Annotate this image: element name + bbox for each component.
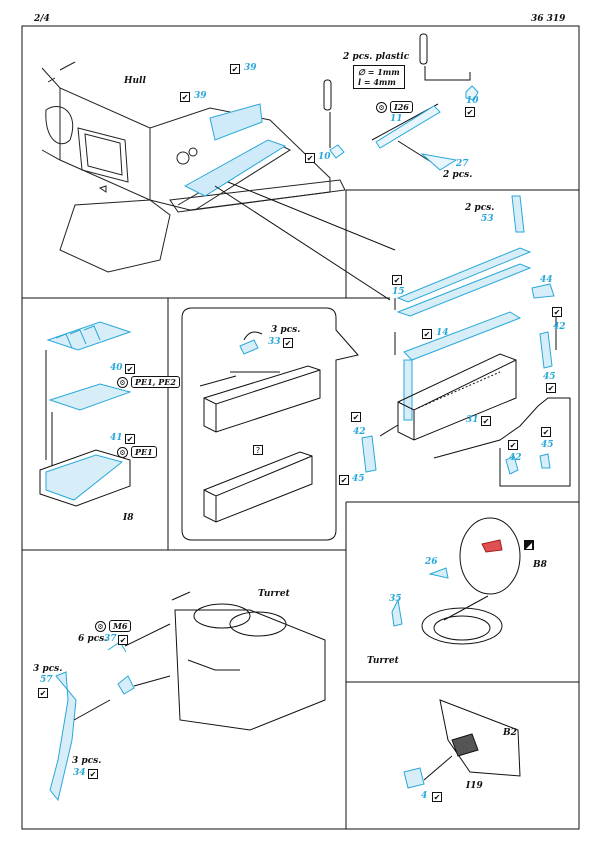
ref-b2: B2 — [503, 728, 517, 738]
part-41: 41 — [110, 433, 123, 443]
rod-length: l = 4mm — [358, 77, 396, 87]
ref-b8: B8 — [533, 560, 547, 570]
ref-i19: I19 — [466, 781, 483, 791]
checkbox-41[interactable]: ✔ — [125, 434, 135, 444]
part-35: 35 — [389, 594, 402, 604]
tag-m6: M6 — [109, 620, 132, 632]
part-31: 31 — [466, 415, 479, 425]
checkbox-39b[interactable]: ✔ — [180, 92, 190, 102]
rod-spec: ∅ = 1mm l = 4mm — [353, 65, 405, 89]
tag-i26: I26 — [390, 101, 413, 113]
grille-part-strip — [183, 103, 287, 197]
part-10a: 10 — [466, 96, 479, 106]
checkbox-45b[interactable]: ✔ — [339, 475, 349, 485]
hatch-drawing — [391, 517, 521, 645]
part-45c: 45 — [541, 440, 554, 450]
question-box: ? — [253, 445, 263, 455]
checkbox-14[interactable]: ✔ — [422, 329, 432, 339]
checkbox-39a[interactable]: ✔ — [230, 64, 240, 74]
part-4: 4 — [421, 791, 428, 801]
page-frame — [21, 25, 580, 830]
qty-37: 6 pcs. — [78, 634, 108, 644]
part-27: 27 — [456, 159, 469, 169]
checkbox-45a[interactable]: ✔ — [546, 383, 556, 393]
checkbox-33[interactable]: ✔ — [283, 338, 293, 348]
part-34: 34 — [73, 768, 86, 778]
periscope-drawing — [39, 321, 132, 507]
catalog-code: 36 319 — [531, 14, 566, 24]
part-14: 14 — [436, 328, 449, 338]
part-44: 44 — [540, 275, 553, 285]
part-26: 26 — [425, 557, 438, 567]
qty-33: 3 pcs. — [271, 325, 301, 335]
part-42c: 42 — [509, 453, 522, 463]
part-45b: 45 — [352, 474, 365, 484]
tag-pe12: PE1, PE2 — [131, 376, 180, 388]
sprue-icon-i26: ⚙ — [376, 102, 387, 113]
part-40: 40 — [110, 363, 123, 373]
storage-box-drawing — [361, 195, 571, 487]
part-15: 15 — [392, 287, 405, 297]
sprue-icon-pe12: ⚙ — [117, 377, 128, 388]
ammo-box-drawing — [199, 331, 321, 523]
part-42a: 42 — [553, 322, 566, 332]
qty-53: 2 pcs. — [465, 203, 495, 213]
checkbox-42c[interactable]: ✔ — [508, 440, 518, 450]
turret-title-left: Turret — [258, 589, 290, 599]
part-57: 57 — [40, 675, 53, 685]
page-number: 2/4 — [34, 14, 50, 24]
tag-pe1: PE1 — [131, 446, 157, 458]
checkbox-57[interactable]: ✔ — [38, 688, 48, 698]
turret-title-hatch: Turret — [367, 656, 399, 666]
sprue-icon-m6: ⚙ — [95, 621, 106, 632]
part-39b: 39 — [194, 91, 207, 101]
part-42b: 42 — [353, 427, 366, 437]
checkbox-37[interactable]: ✔ — [118, 635, 128, 645]
checkbox-45c[interactable]: ✔ — [541, 427, 551, 437]
part-11: 11 — [390, 114, 403, 124]
checkbox-40[interactable]: ✔ — [125, 364, 135, 374]
inset-frame — [181, 307, 359, 541]
sprue-icon-pe1: ⚙ — [117, 447, 128, 458]
hatch-shade-icon: ◢ — [524, 540, 534, 550]
part-10b: 10 — [318, 152, 331, 162]
qty-57: 3 pcs. — [33, 664, 63, 674]
turret-drawing — [49, 591, 326, 802]
checkbox-15[interactable]: ✔ — [392, 275, 402, 285]
part-33: 33 — [268, 337, 281, 347]
hull-title: Hull — [124, 76, 146, 86]
qty-27: 2 pcs. — [443, 170, 473, 180]
part-53: 53 — [481, 214, 494, 224]
checkbox-34[interactable]: ✔ — [88, 769, 98, 779]
part-45a: 45 — [543, 372, 556, 382]
checkbox-4[interactable]: ✔ — [432, 792, 442, 802]
plastic-note: 2 pcs. plastic — [343, 52, 410, 62]
checkbox-10b[interactable]: ✔ — [305, 153, 315, 163]
checkbox-42a[interactable]: ✔ — [552, 307, 562, 317]
part-39a: 39 — [244, 63, 257, 73]
checkbox-10a[interactable]: ✔ — [465, 107, 475, 117]
checkbox-31[interactable]: ✔ — [481, 416, 491, 426]
hull-drawing — [41, 61, 346, 273]
checkbox-42b[interactable]: ✔ — [351, 412, 361, 422]
bracket-drawing — [403, 699, 521, 789]
rod-diameter: ∅ = 1mm — [358, 67, 400, 77]
ref-i8: I8 — [123, 513, 134, 523]
qty-34: 3 pcs. — [72, 756, 102, 766]
part-37: 37 — [104, 634, 117, 644]
